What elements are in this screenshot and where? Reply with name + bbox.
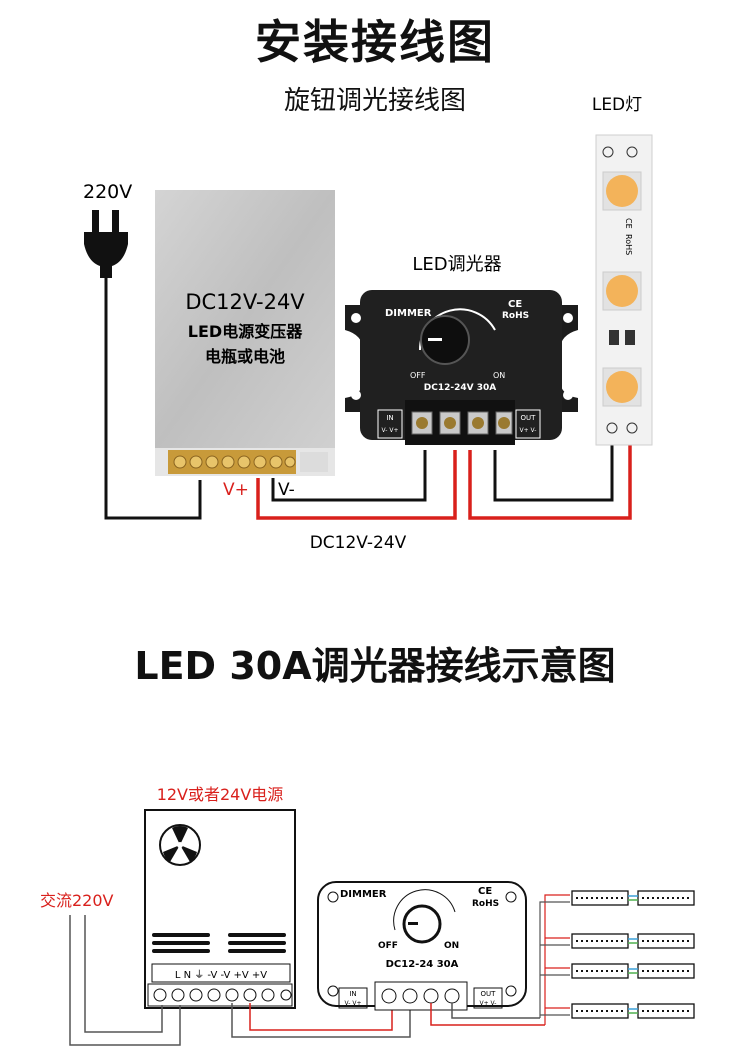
dimmer-in-label: IN xyxy=(386,414,393,422)
dimmer-rating: DC12-24V 30A xyxy=(424,383,496,393)
dimmer-in-pins-outline: V- V+ xyxy=(345,1000,362,1007)
led-chip xyxy=(606,371,638,403)
power-plug-icon xyxy=(84,210,128,278)
dimmer-on-outline: ON xyxy=(444,941,459,951)
psu-12v-24v-label: 12V或者24V电源 xyxy=(157,785,284,804)
dimmer-out-outline: OUT xyxy=(481,990,497,998)
section-title: LED 30A调光器接线示意图 xyxy=(134,644,616,688)
dimmer-ce-outline: CE xyxy=(478,886,492,897)
dc-wire-minus xyxy=(231,1003,411,1038)
dimmer-brand-outline: DIMMER xyxy=(340,889,387,900)
ac-wire-l xyxy=(69,915,181,1046)
dimmer-rohs-mark: RoHS xyxy=(502,311,529,321)
dimmer-in-outline: IN xyxy=(349,990,356,998)
led-dimmer-device xyxy=(345,290,578,445)
dimmer-on-label: ON xyxy=(493,371,505,380)
led-strip-title: LED灯 xyxy=(592,95,642,115)
wire-vplus-red xyxy=(256,450,457,520)
led-strip xyxy=(595,134,653,446)
dimmer-title: LED调光器 xyxy=(412,254,501,275)
dimmer-rohs-outline: RoHS xyxy=(472,899,499,909)
ac-220v-label: 220V xyxy=(83,181,132,203)
out-wire-red xyxy=(430,1003,545,1026)
dimmer-off-label: OFF xyxy=(410,371,426,380)
power-supply-outline xyxy=(144,809,296,1009)
led-dimmer-outline xyxy=(317,881,527,1011)
psu-battery-label: 电瓶或电池 xyxy=(205,347,285,366)
led-strip-segments xyxy=(571,890,695,1019)
dimmer-off-outline: OFF xyxy=(378,941,398,951)
led-rohs-mark: RoHS xyxy=(624,234,633,255)
power-supply-unit xyxy=(155,190,335,476)
dimmer-out-pins: V+ V- xyxy=(520,427,537,434)
dimmer-knob-outline xyxy=(402,904,442,944)
led-chip xyxy=(606,275,638,307)
wire-out-red xyxy=(468,440,632,520)
page-title: 安装接线图 xyxy=(255,15,495,69)
dimmer-out-pins-outline: V+ V- xyxy=(480,1000,497,1007)
psu-vplus-label: V+ xyxy=(223,480,249,500)
ac-input-label: 交流220V xyxy=(40,891,114,910)
psu-vminus-label: V- xyxy=(278,480,295,500)
dimmer-out-label: OUT xyxy=(521,414,537,422)
led-ce-mark: CE xyxy=(624,218,633,229)
ac-wire-black xyxy=(104,278,202,520)
psu-voltage-label: DC12V-24V xyxy=(185,290,305,314)
led-chip xyxy=(606,175,638,207)
psu-terminal-labels: L N ⏚ -V -V +V +V xyxy=(175,969,267,981)
wire-out-black xyxy=(493,440,614,502)
ac-wire-n xyxy=(84,915,163,1033)
dc-voltage-label: DC12V-24V xyxy=(310,533,407,553)
dimmer-knob xyxy=(420,315,470,365)
fan-icon xyxy=(159,824,201,866)
dimmer-ce-mark: CE xyxy=(508,299,522,310)
page-subtitle: 旋钮调光接线图 xyxy=(283,86,466,116)
psu-type-label: LED电源变压器 xyxy=(188,322,303,341)
dimmer-in-pins: V- V+ xyxy=(382,427,399,434)
dc-wire-plus xyxy=(249,1003,393,1031)
wire-vminus-black xyxy=(271,450,427,502)
out-wire-gray xyxy=(451,1003,540,1019)
dimmer-rating-outline: DC12-24 30A xyxy=(386,959,459,970)
dimmer-brand: DIMMER xyxy=(385,308,432,319)
